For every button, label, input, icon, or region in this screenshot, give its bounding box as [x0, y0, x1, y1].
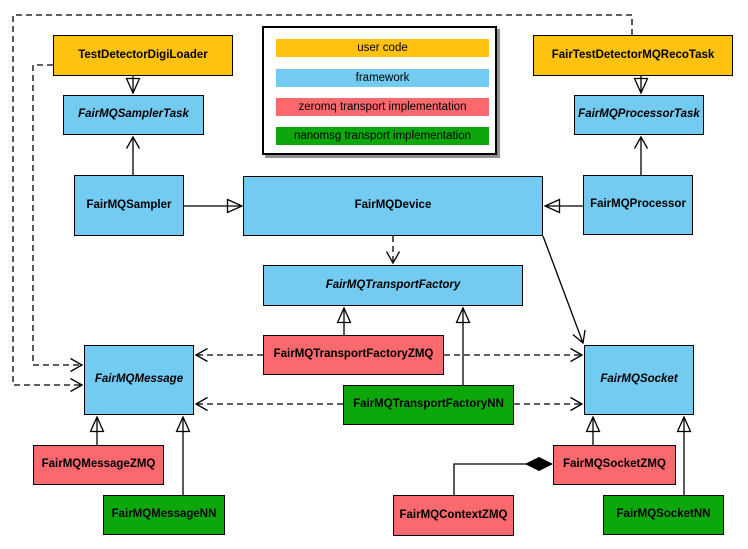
- class-box-fairmqtransportfactorynn: FairMQTransportFactoryNN: [343, 385, 514, 425]
- class-box-fairmqmessagenn: FairMQMessageNN: [103, 495, 225, 535]
- legend-item-zeromq: zeromq transport implementation: [276, 98, 489, 116]
- class-box-testdetectordigiloader: TestDetectorDigiLoader: [53, 35, 233, 76]
- class-box-fairmqmessage: FairMQMessage: [84, 345, 194, 415]
- class-box-fairmqsocketzmq: FairMQSocketZMQ: [553, 445, 676, 485]
- class-box-fairmqmessagezmq: FairMQMessageZMQ: [33, 445, 164, 485]
- class-box-fairmqsampler: FairMQSampler: [74, 175, 184, 236]
- class-box-fairmqsocket: FairMQSocket: [584, 345, 694, 415]
- legend-item-user-code: user code: [276, 39, 489, 57]
- composition-diamond: [524, 456, 554, 472]
- class-box-fairmqdevice: FairMQDevice: [243, 176, 543, 236]
- legend-item-nanomsg: nanomsg transport implementation: [276, 127, 489, 145]
- class-box-fairmqtransportfactory: FairMQTransportFactory: [263, 265, 523, 306]
- legend-item-framework: framework: [276, 69, 489, 87]
- class-box-fairmqtransportfactoryzmq: FairMQTransportFactoryZMQ: [263, 335, 444, 375]
- edge-association-fairmqdevice-fairmqsocket: [542, 235, 586, 345]
- class-box-fairtestdetectormqrecotask: FairTestDetectorMQRecoTask: [533, 35, 733, 76]
- class-box-fairmqsocketnn: FairMQSocketNN: [603, 495, 724, 535]
- class-box-fairmqsamplertask: FairMQSamplerTask: [63, 95, 204, 135]
- class-box-fairmqprocessortask: FairMQProcessorTask: [574, 95, 704, 135]
- edge-composition-fairmqcontextzmq-fairmqsocketzmq-line: [453, 463, 527, 495]
- legend: user code framework zeromq transport imp…: [262, 26, 497, 155]
- class-box-fairmqprocessor: FairMQProcessor: [583, 175, 693, 235]
- class-box-fairmqcontextzmq: FairMQContextZMQ: [393, 495, 514, 536]
